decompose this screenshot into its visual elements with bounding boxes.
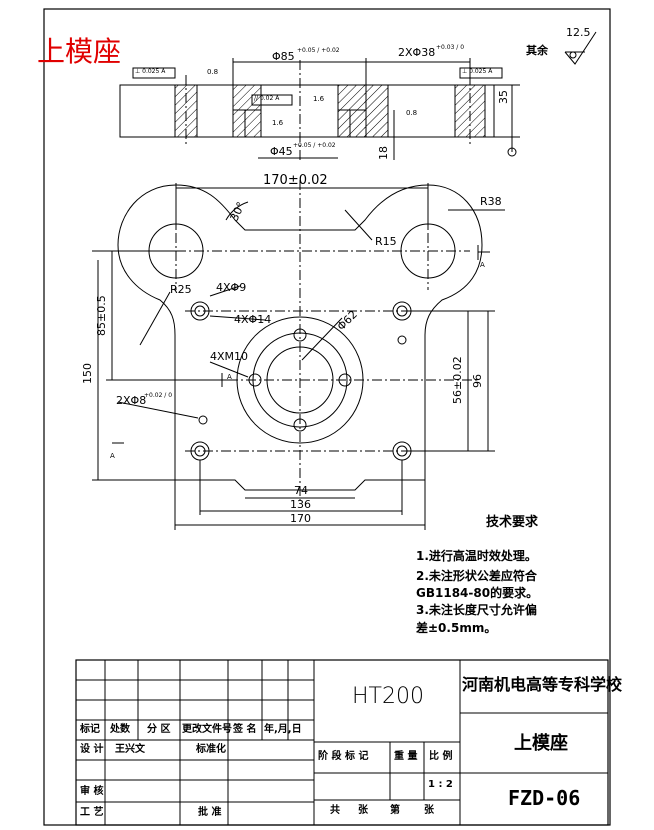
part-name: 上模座 [514,733,568,754]
dim-d38: 2XΦ38 [398,46,436,59]
dim-d8: 2XΦ8 [116,394,147,407]
dim-4x9: 4XΦ9 [216,281,247,294]
dim-w170-bottom: 170 [290,512,311,525]
dim-v150: 150 [81,363,94,384]
tech-req-item: 2.未注形状公差应符合 [416,569,537,583]
label-process: 工 艺 [80,807,104,818]
roughness-value: 12.5 [566,26,591,39]
corner-title: 上模座 [37,35,122,68]
dim-w74: 74 [294,484,308,497]
ra-left: 0.8 [207,68,219,76]
dim-d8-tol: +0.02 / 0 [144,392,173,399]
dim-4x14: 4XΦ14 [234,313,272,326]
label-sheet-unit: 张 [424,805,434,816]
label-doc-no: 更改文件号 [182,724,232,735]
label-sheet: 第 [390,805,400,816]
dim-v96: 96 [471,374,484,388]
dim-v56: 56±0.02 [451,356,464,404]
ra-middle: 1.6 [313,95,325,103]
plan-view [92,180,505,530]
tech-req-item: 3.未注长度尺寸允许偏 [416,603,537,617]
label-mark: 标记 [80,724,100,735]
dim-h18: 18 [377,146,390,160]
title-block [75,659,609,826]
roughness-rest-label: 其余 [526,44,548,57]
school-name: 河南机电高等专科学校 [462,675,623,694]
label-date: 年,月,日 [264,724,302,735]
dim-v85: 85±0.5 [95,295,108,336]
dim-d38-tol: +0.03 / 0 [436,44,465,51]
scale-value: 1 : 2 [428,779,453,790]
ra-right: 0.8 [406,109,418,117]
label-count: 处数 [110,724,130,735]
dim-m10: 4XM10 [210,350,249,363]
dim-h35: 35 [497,90,510,104]
dim-w170-top: 170±0.02 [263,173,328,188]
tech-req-heading: 技术要求 [486,515,539,530]
label-stage: 阶 段 标 记 [318,751,369,762]
label-review: 审 核 [80,786,104,797]
datum-center: A [227,373,232,381]
roughness-symbol [564,31,597,65]
dim-r15: R15 [375,235,397,248]
label-weight: 重 量 [394,751,418,762]
label-design: 设 计 [80,744,104,755]
gtol-middle: // 0.02 A [254,95,280,102]
tech-req-item: 差±0.5mm。 [416,621,497,635]
label-standard: 标准化 [196,744,226,755]
label-scale: 比 例 [429,751,453,762]
tech-req-item: 1.进行高温时效处理。 [416,549,537,563]
dim-r38: R38 [480,195,502,208]
outer-frame [43,8,611,826]
designer-name: 王兴文 [115,744,145,755]
dim-w136: 136 [290,498,311,511]
drawing-number: FZD-06 [508,786,581,810]
datum-left: A [110,452,115,460]
hatch-areas [175,85,485,137]
dim-d45-tol: +0.05 / +0.02 [293,142,336,149]
ra-hole: 1.6 [272,119,284,127]
dim-d45: Φ45 [270,145,293,158]
dim-r25: R25 [170,283,192,296]
label-sign: 签 名 [233,724,257,735]
material: HT200 [352,684,424,709]
section-view [119,58,520,160]
gtol-top-left: ⊥ 0.025 A [135,68,166,75]
label-zone: 分 区 [147,724,171,735]
label-sheets-unit: 张 [358,805,368,816]
datum-right: A [480,261,485,269]
tech-req-item: GB1184-80的要求。 [416,586,539,600]
label-approve: 批 准 [198,807,222,818]
gtol-top-right: ⊥ 0.025 A [462,68,493,75]
dim-d85-tol: +0.05 / +0.02 [297,47,340,54]
dim-d85: Φ85 [272,50,295,63]
label-sheets-total: 共 [330,805,340,816]
